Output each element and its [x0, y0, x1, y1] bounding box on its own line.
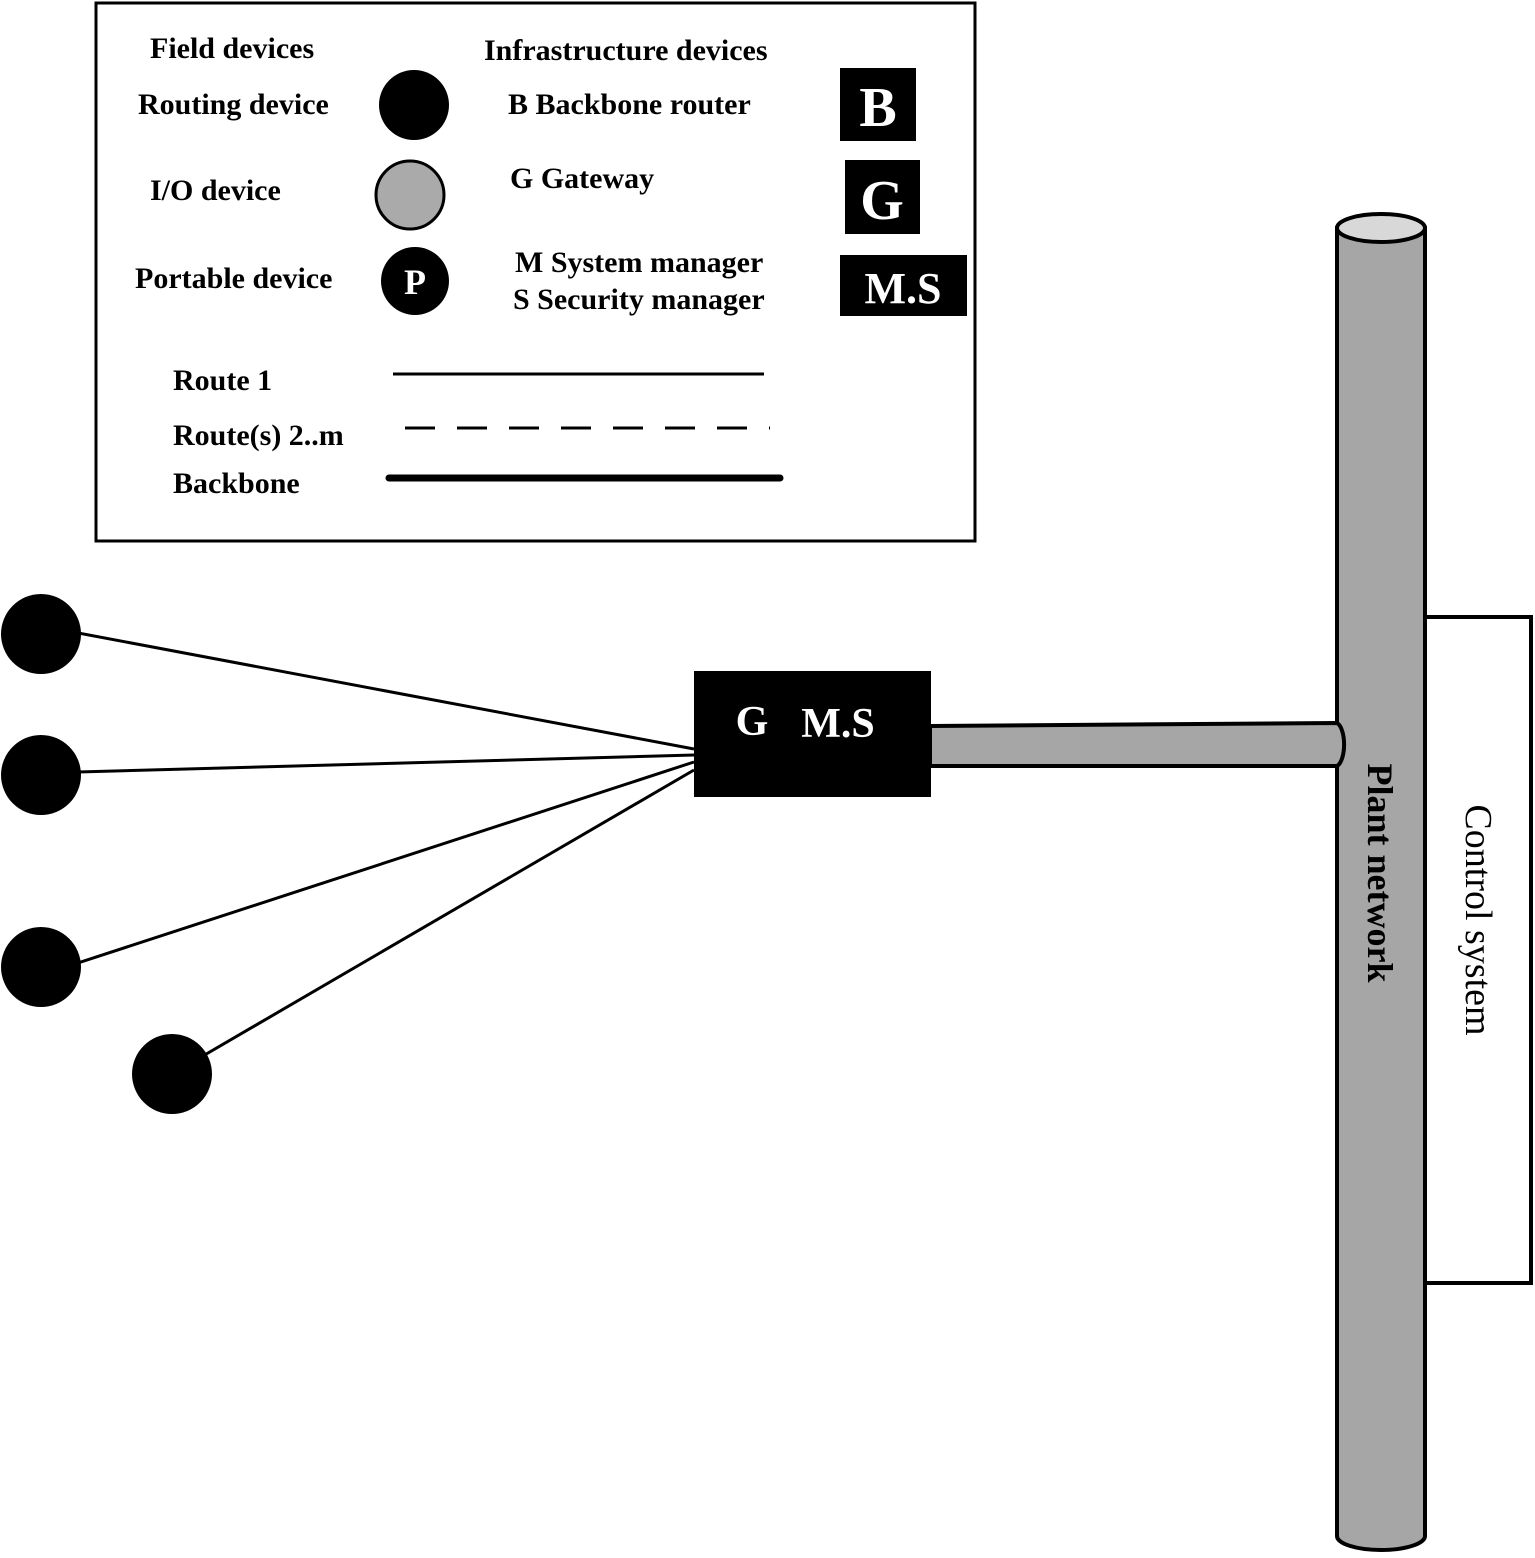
plant-network-pipe: Plant network [1335, 212, 1427, 1552]
backbone-pipe [928, 720, 1347, 768]
plant-network-pipe-top [1335, 212, 1427, 244]
gateway-icon [845, 160, 920, 234]
legend-portable-device-label: Portable device [135, 262, 332, 295]
legend-io-device-label: I/O device [150, 174, 281, 207]
field-devices [1, 594, 212, 1114]
routing-device [1, 735, 81, 815]
io-device-icon [374, 159, 446, 231]
portable-device-icon-letter: P [404, 262, 426, 302]
plant-network-pipe-body [1335, 226, 1427, 1552]
gateway-icon-letter: G [860, 170, 904, 232]
legend-backbone-router-label: B Backbone router [508, 88, 751, 121]
routing-device [1, 594, 81, 674]
backbone-router-icon [840, 68, 916, 141]
legend-system-manager-label: M System manager [515, 246, 763, 279]
gateway-ms-box: G M.S [694, 671, 931, 797]
routing-device [132, 1034, 212, 1114]
legend-route1-label: Route 1 [173, 364, 272, 397]
gateway-ms-box-rect [694, 671, 931, 797]
control-system-label: Control system [1457, 804, 1499, 1035]
control-system-box [1406, 615, 1533, 1285]
routes [40, 624, 695, 1076]
legend-backbone-label: Backbone [173, 467, 300, 500]
legend-gateway-label: G Gateway [510, 162, 654, 195]
gateway-box-label-ms: M.S [801, 701, 875, 747]
route-line [171, 768, 695, 1076]
route-line [40, 624, 695, 751]
routing-device [1, 927, 81, 1007]
backbone-router-icon-letter: B [859, 77, 896, 139]
legend-frame [94, 1, 977, 543]
legend-routes2m-label: Route(s) 2..m [173, 419, 344, 452]
legend-security-manager-label: S Security manager [513, 283, 765, 316]
legend-field-heading: Field devices [150, 32, 314, 65]
gateway-box-label-g: G [736, 699, 769, 745]
routing-device-icon [379, 70, 449, 140]
ms-icon [840, 255, 967, 316]
legend: Field devices Infrastructure devices Rou… [94, 1, 977, 543]
route-line [40, 760, 695, 977]
portable-device-icon [381, 247, 449, 315]
plant-network-label: Plant network [1360, 764, 1400, 983]
legend-infra-heading: Infrastructure devices [484, 34, 768, 67]
legend-routing-device-label: Routing device [138, 88, 329, 121]
ms-icon-letters: M.S [865, 264, 942, 313]
route-line [40, 753, 695, 775]
